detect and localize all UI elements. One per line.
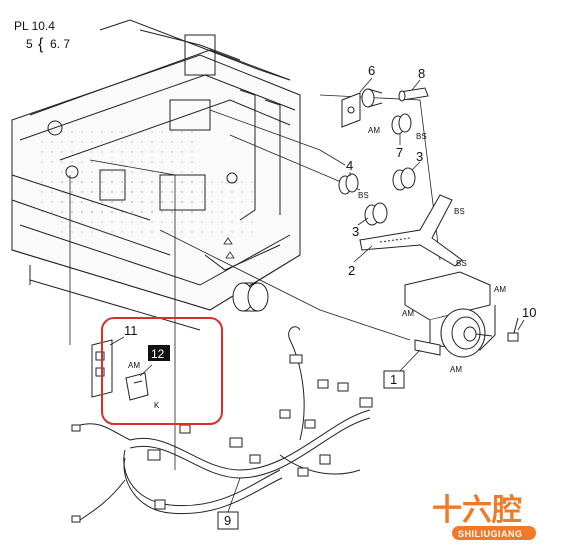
tag-am: AM (128, 361, 140, 370)
callout-3-lower: 3 (352, 224, 359, 239)
triangle-markers (223, 237, 235, 259)
motor-assembly-part-1 (404, 271, 496, 358)
callout-6: 6 (368, 63, 375, 78)
callout-10: 10 (522, 305, 536, 320)
callout-1: 1 (390, 372, 397, 387)
chassis-frame (11, 19, 301, 331)
tag-k: K (154, 401, 160, 410)
tag-am: AM (450, 365, 462, 374)
bearing-part-3-lower (364, 202, 388, 226)
tag-bs: BS (456, 259, 467, 268)
bearing-part-3-upper (392, 167, 416, 191)
callout-1-box (383, 370, 405, 389)
brace-glyph: { (38, 36, 44, 53)
bearing-part-7 (391, 113, 412, 135)
watermark-ribbon (452, 526, 536, 540)
watermark-text: 十六腔 (432, 493, 522, 528)
tag-bs: BS (358, 191, 369, 200)
callout-8: 8 (418, 66, 425, 81)
callout-12-box (148, 345, 170, 361)
tag-am: AM (494, 285, 506, 294)
link-part-2 (359, 194, 463, 267)
highlight-box (101, 317, 223, 425)
callout-11: 11 (124, 323, 138, 338)
bearing-part-4 (338, 173, 359, 195)
bracket-part-6 (341, 88, 383, 128)
pin-part-8 (398, 87, 429, 102)
callout-7: 7 (396, 145, 403, 160)
caster-wheel (232, 282, 269, 312)
harness-connectors (71, 354, 373, 523)
sub-reference-suffix: 6. 7 (50, 37, 70, 51)
callout-3-upper: 3 (416, 149, 423, 164)
sub-reference-prefix: 5 (26, 37, 33, 51)
callout-9-box (217, 511, 239, 530)
wire-harness-part-9 (79, 326, 371, 521)
callout-9: 9 (224, 513, 231, 528)
watermark-logo: 十六腔 SHILIUGIANG (432, 493, 536, 540)
callout-4: 4 (346, 158, 353, 173)
callout-2: 2 (348, 263, 355, 278)
callout-leaders (109, 77, 525, 513)
watermark-subtext: SHILIUGIANG (458, 529, 523, 539)
tag-am: AM (368, 126, 380, 135)
callout-12: 12 (151, 347, 165, 361)
sensor-part-12 (125, 372, 149, 401)
tag-bs: BS (416, 132, 427, 141)
connector-part-10 (507, 317, 519, 342)
tag-bs: BS (454, 207, 465, 216)
plate-reference: PL 10.4 (14, 19, 55, 33)
tag-am: AM (402, 309, 414, 318)
